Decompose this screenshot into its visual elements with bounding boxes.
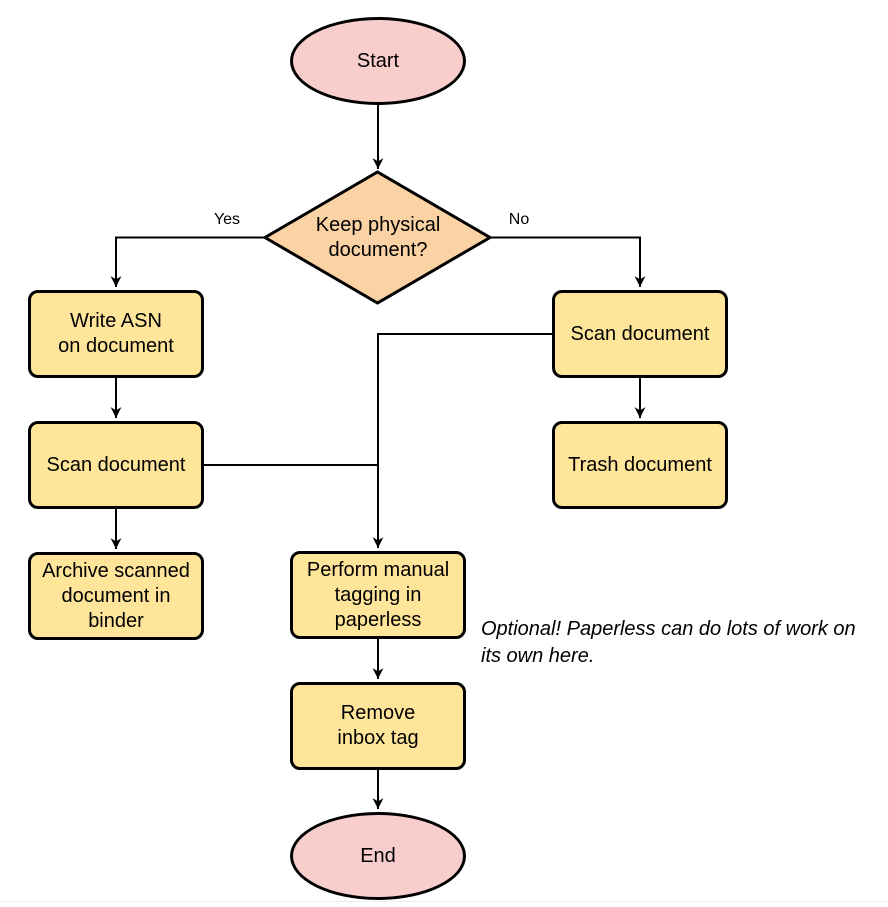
node-trash-document-label: Trash document	[568, 453, 712, 476]
optional-note-text: Optional! Paperless can do lots of work …	[481, 618, 856, 667]
edge-label-yes: Yes	[202, 210, 252, 229]
edge-label-no-text: No	[508, 211, 530, 228]
decision-diamond	[262, 170, 493, 305]
page-edge-divider	[0, 901, 888, 902]
decision-label-text: Keep physical document?	[315, 213, 441, 261]
node-start: Start	[290, 17, 466, 105]
node-remove-inbox-tag-label: Remove inbox tag	[337, 702, 419, 749]
node-scan-document-right: Scan document	[552, 290, 728, 378]
node-trash-document: Trash document	[552, 421, 728, 509]
node-end-label: End	[360, 844, 396, 867]
node-manual-tagging: Perform manual tagging in paperless	[290, 551, 466, 639]
node-start-label: Start	[356, 49, 400, 72]
optional-note: Optional! Paperless can do lots of work …	[481, 589, 885, 670]
node-end: End	[290, 812, 466, 900]
edge-decision-no-to-scan-right	[489, 236, 646, 287]
node-scan-document-right-label: Scan document	[570, 322, 710, 345]
node-archive-document-label: Archive scanned document in binder	[42, 559, 190, 632]
edge-decision-yes-to-write-asn	[110, 236, 266, 287]
node-write-asn: Write ASN on document	[28, 290, 204, 378]
node-remove-inbox-tag: Remove inbox tag	[290, 682, 466, 770]
node-write-asn-label: Write ASN on document	[58, 310, 174, 357]
node-scan-document-left: Scan document	[28, 421, 204, 509]
node-archive-document: Archive scanned document in binder	[28, 552, 204, 640]
node-manual-tagging-label: Perform manual tagging in paperless	[306, 558, 450, 631]
edge-scan-right-to-tagging	[372, 333, 552, 548]
edge-label-yes-text: Yes	[213, 211, 241, 228]
node-decision-label: Keep physical document?	[290, 172, 466, 303]
node-scan-document-left-label: Scan document	[46, 453, 186, 476]
edge-label-no: No	[497, 210, 541, 229]
